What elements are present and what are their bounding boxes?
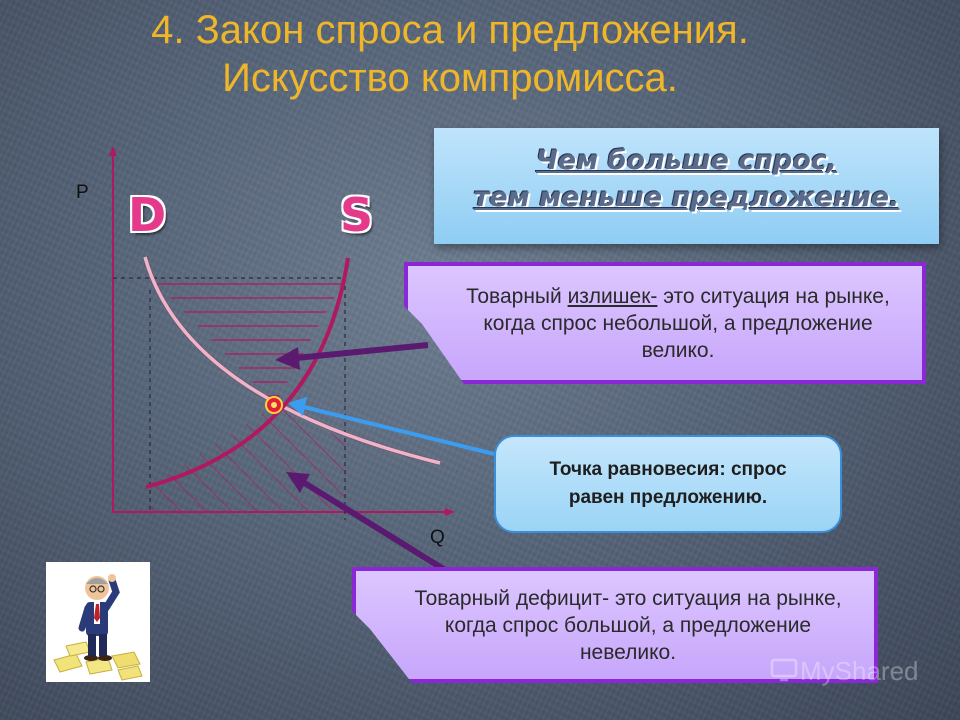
demand-curve [143, 256, 441, 465]
supply-label: S [340, 188, 374, 242]
surplus-term: излишек- [567, 284, 658, 308]
x-axis-label: Q [430, 527, 445, 548]
watermark-text: MyShared [800, 656, 919, 686]
surplus-text-before: Товарный [466, 284, 568, 308]
y-axis-label: P [76, 182, 89, 203]
equilibrium-line-1: Точка равновесия: спрос [549, 459, 787, 480]
banner-line-1: Чем больше спрос, [535, 145, 838, 176]
equilibrium-text: Точка равновесия: спрос равен предложени… [549, 456, 786, 512]
banner-line-2: тем меньше предложение. [473, 182, 900, 213]
cartoon-man-icon [46, 562, 150, 682]
surplus-arrow-icon [275, 342, 429, 370]
equilibrium-line-2: равен предложению. [568, 487, 768, 508]
tv-monitor-icon [770, 658, 798, 682]
rule-banner: Чем больше спрос, тем меньше предложение… [434, 128, 939, 244]
supply-curve [145, 257, 350, 489]
title-line-2: Искусство компромисса. [222, 56, 678, 100]
surplus-callout: Товарный излишек- это ситуация на рынке,… [404, 262, 926, 384]
equilibrium-point-icon [265, 396, 283, 414]
deficit-callout: Товарный дефицит- это ситуация на рынке,… [352, 567, 878, 683]
deficit-arrow-icon [286, 472, 447, 573]
demand-label: D [128, 188, 167, 242]
slide-title: 4. Закон спроса и предложения. Искусство… [0, 6, 900, 102]
equilibrium-arrow-icon [288, 397, 495, 456]
y-axis-arrow-icon [109, 146, 117, 156]
equilibrium-callout: Точка равновесия: спрос равен предложени… [494, 435, 842, 533]
title-line-1: 4. Закон спроса и предложения. [151, 8, 749, 52]
surplus-text-after: это ситуация на рынке, когда спрос небол… [483, 284, 890, 362]
surplus-text: Товарный излишек- это ситуация на рынке,… [408, 277, 922, 370]
x-axis-arrow-icon [445, 508, 455, 516]
watermark: MyShared [770, 656, 919, 687]
deficit-text: Товарный дефицит- это ситуация на рынке,… [414, 586, 842, 664]
